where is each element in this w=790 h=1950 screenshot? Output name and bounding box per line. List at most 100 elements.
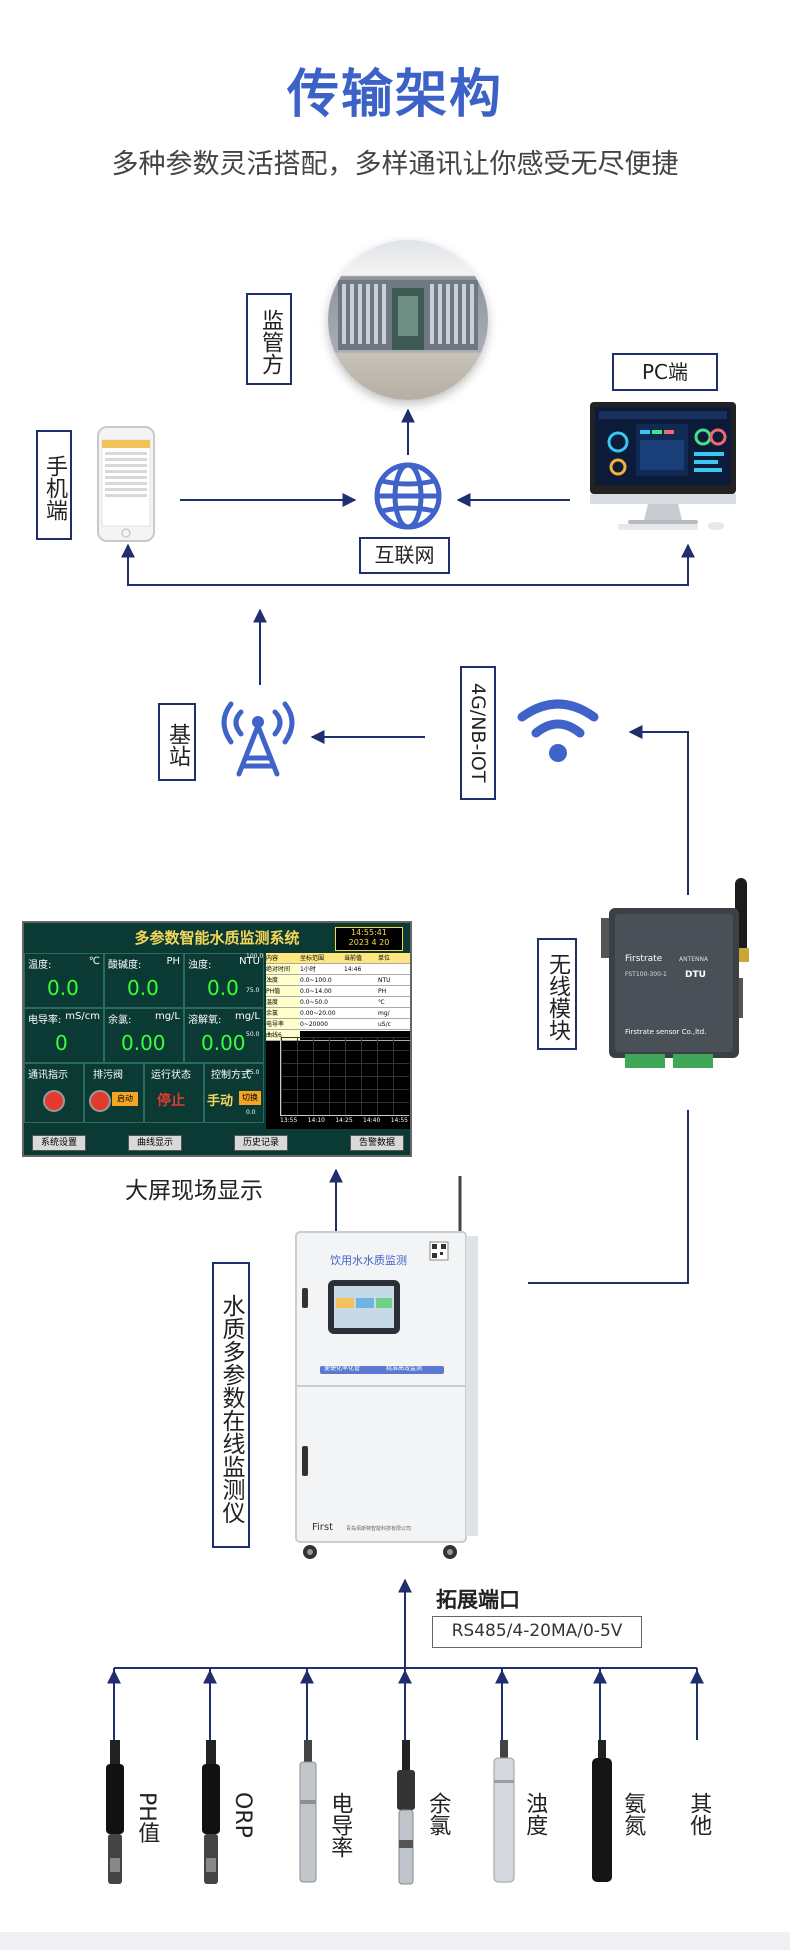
y-tick: 50.0 — [246, 1031, 260, 1038]
x-tick: 14:10 — [307, 1117, 325, 1124]
status-valve: 排污阀 启动 — [84, 1063, 144, 1123]
status-running: 运行状态 停止 — [144, 1063, 204, 1123]
trend-table-cell: 0.00~20.00 — [300, 1008, 344, 1019]
sensor-probe-ammonia — [590, 1740, 614, 1890]
param-cell-oxygen: 溶解氧: mg/L 0.00 — [184, 1008, 264, 1063]
param-value: 0.0 — [47, 976, 79, 1000]
x-tick: 14:25 — [335, 1117, 353, 1124]
param-name: 溶解氧: — [188, 1015, 222, 1026]
sensor-label-chlorine: 余氯 — [425, 1792, 451, 1836]
trend-table-cell: uS/c — [378, 1019, 410, 1030]
trend-table-cell: PH值 — [266, 986, 300, 997]
sensor-probe-chlorine — [395, 1740, 417, 1890]
param-name: 温度: — [28, 960, 52, 971]
trend-table-cell: 绝对时间 — [266, 964, 300, 975]
y-tick: 0.0 — [246, 1109, 256, 1116]
x-tick: 14:55 — [390, 1117, 408, 1124]
param-name: 浊度: — [188, 960, 212, 971]
trend-table-cell: PH — [378, 986, 410, 997]
status-label: 运行状态 — [151, 1070, 191, 1081]
trend-table-cell — [344, 986, 378, 997]
instrument-label: 水质多参数在线监测仪 — [212, 1262, 250, 1548]
status-control: 控制方式 手动 切换 — [204, 1063, 264, 1123]
param-unit: mS/cm — [65, 1011, 100, 1022]
trend-table-cell: 余氯 — [266, 1008, 300, 1019]
cabinet-company: 青岛佰斯特智能科技有限公司 — [346, 1526, 412, 1532]
status-comm: 通讯指示 — [24, 1063, 84, 1123]
x-tick: 14:40 — [363, 1117, 381, 1124]
footer-bar — [0, 1932, 790, 1950]
trend-table-cell — [378, 964, 410, 975]
run-state-value: 停止 — [157, 1093, 185, 1109]
trend-table-header: 当前值 — [344, 953, 378, 964]
param-unit: ℃ — [88, 956, 100, 967]
param-value: 0.00 — [201, 1031, 246, 1055]
instrument-cabinet: 饮用水水质监测 便捷化率化管 精准高效监测 First 青岛佰斯特智能科技有限公… — [290, 1176, 490, 1566]
dtu-type: DTU — [685, 970, 706, 980]
sensor-label-ph: PH值 — [134, 1792, 160, 1844]
globe-icon — [373, 461, 443, 531]
curve-display-button[interactable]: 曲线显示 — [128, 1135, 182, 1151]
trend-plot — [280, 1037, 409, 1116]
trend-table-cell: 0~20000 — [300, 1019, 344, 1030]
trend-table-cell: 0.0~100.0 — [300, 975, 344, 986]
param-value: 0.0 — [207, 976, 239, 1000]
trend-table-cell — [344, 1019, 378, 1030]
param-unit: mg/L — [154, 1011, 180, 1022]
expansion-port-label: 拓展端口 — [436, 1588, 520, 1612]
tower-icon — [219, 700, 297, 778]
sensor-label-conductivity: 电导率 — [327, 1792, 353, 1858]
control-mode-value: 手动 — [207, 1094, 234, 1109]
valve-indicator-icon — [89, 1090, 111, 1112]
param-value: 0 — [55, 1031, 68, 1055]
history-button[interactable]: 历史记录 — [234, 1135, 288, 1151]
trend-table-cell — [344, 975, 378, 986]
system-settings-button[interactable]: 系统设置 — [32, 1135, 86, 1151]
param-cell-chlorine: 余氯: mg/L 0.00 — [104, 1008, 184, 1063]
trend-table-cell: 14:46 — [344, 964, 378, 975]
port-spec-label: RS485/4-20MA/0-5V — [432, 1616, 642, 1648]
sensor-probe-orp — [200, 1740, 222, 1890]
param-cell-turbidity: 浊度: NTU 0.0 — [184, 953, 264, 1008]
dtu-model: FST100-300-1 — [625, 971, 667, 978]
sensor-label-orp: ORP — [230, 1792, 256, 1838]
trend-table-cell: 0.0~50.0 — [300, 997, 344, 1008]
param-name: 电导率: — [28, 1015, 62, 1026]
page-title: 传输架构 — [286, 65, 503, 125]
sensor-label-turbidity: 浊度 — [522, 1792, 548, 1836]
trend-table-cell — [344, 997, 378, 1008]
trend-table-cell: NTU — [378, 975, 410, 986]
sensor-probe-conductivity — [297, 1740, 319, 1890]
sensor-probe-turbidity — [492, 1740, 516, 1890]
big-screen-label: 大屏现场显示 — [125, 1178, 263, 1204]
status-label: 控制方式 — [211, 1070, 251, 1081]
param-unit: PH — [166, 956, 180, 967]
alarm-data-button[interactable]: 告警数据 — [350, 1135, 404, 1151]
pc-label: PC端 — [612, 353, 718, 391]
status-label: 排污阀 — [93, 1070, 123, 1081]
screen-clock-date: 2023 4 20 — [348, 938, 390, 947]
param-cell-temp: 温度: ℃ 0.0 — [24, 953, 104, 1008]
wireless-label: 无线模块 — [537, 938, 577, 1050]
dtu-company: Firstrate sensor Co.,ltd. — [625, 1028, 707, 1036]
switch-button[interactable]: 切换 — [239, 1091, 261, 1105]
param-unit: NTU — [239, 956, 260, 967]
start-button[interactable]: 启动 — [112, 1092, 138, 1106]
dtu-antenna-label: ANTENNA — [679, 956, 709, 963]
param-value: 0.00 — [121, 1031, 166, 1055]
param-cell-conductivity: 电导率: mS/cm 0 — [24, 1008, 104, 1063]
trend-table-cell: 电导率 — [266, 1019, 300, 1030]
comm-indicator-icon — [43, 1090, 65, 1112]
dtu-brand: Firstrate — [625, 954, 663, 964]
param-name: 余氯: — [108, 1015, 132, 1026]
mobile-label: 手机端 — [36, 430, 72, 540]
sensor-label-ammonia: 氨氮 — [620, 1792, 646, 1836]
x-tick: 13:55 — [280, 1117, 298, 1124]
monitor-icon — [588, 402, 738, 532]
dtu-device: Firstrate ANTENNA FST100-300-1 DTU First… — [595, 878, 755, 1088]
phone-icon — [97, 426, 157, 544]
trend-table-cell — [344, 1008, 378, 1019]
